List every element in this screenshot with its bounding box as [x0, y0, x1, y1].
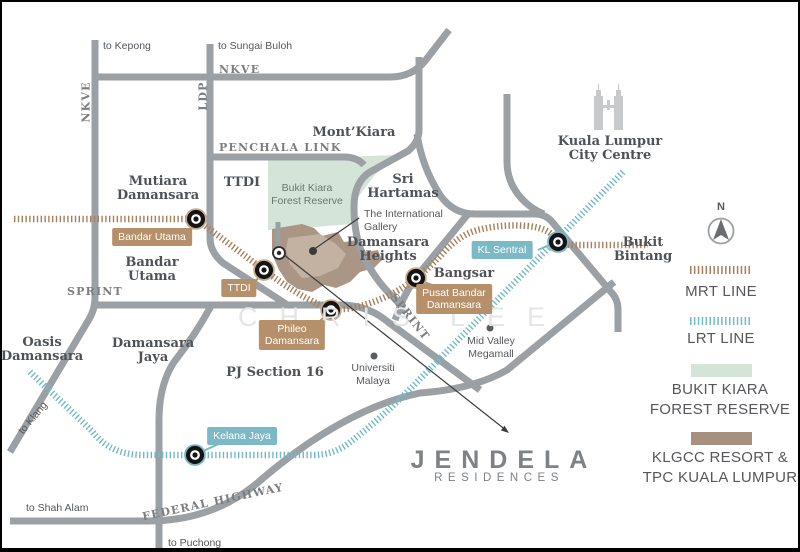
direction-to-puchong: to Puchong [168, 537, 222, 549]
station-badge-phileo-damansara: Phileo Damansara [258, 320, 326, 350]
road-label-sprint-west: SPRINT [67, 285, 123, 298]
area-klcc: Kuala Lumpur City Centre [557, 134, 663, 163]
area-oasis-damansara: Oasis Damansara [0, 335, 84, 364]
road-penchala-link [212, 153, 367, 168]
brand-subtitle: RESIDENCES [434, 472, 564, 484]
legend-mrt-label: MRT LINE [685, 283, 757, 300]
universiti-malaya-dot [370, 352, 378, 360]
area-bandar-utama: Bandar Utama [125, 255, 179, 284]
legend-swatches [690, 266, 752, 445]
station-marker-kelana-jaya [184, 444, 206, 466]
station-badge-kl-sentral: KL Sentral [471, 241, 533, 259]
station-markers [184, 208, 569, 466]
station-badge-pusat-bandar-damansara: Pusat Bandar Damansara [416, 284, 492, 314]
area-mutiara-damansara: Mutiara Damansara [116, 174, 200, 203]
site-marker-jendela [272, 246, 286, 260]
station-marker-bandar-utama [185, 208, 207, 230]
road-to-puchong [155, 304, 215, 548]
legend-forest-label: BUKIT KIARA FOREST RESERVE [649, 381, 791, 418]
area-damansara-heights: Damansara Heights [346, 235, 430, 264]
station-badge-ttdi: TTDI [221, 279, 257, 297]
area-pj-section-16: PJ Section 16 [226, 365, 324, 380]
klgcc-area-light [286, 234, 346, 278]
legend-klgcc-label: KLGCC RESORT & TPC KUALA LUMPUR [642, 449, 798, 486]
compass-icon [707, 217, 735, 245]
direction-to-kepong: to Kepong [103, 40, 151, 52]
road-montkiara-site [350, 57, 423, 315]
legend-lrt-label: LRT LINE [687, 330, 755, 347]
gallery-leader [309, 217, 360, 255]
forest-reserve-label: Bukit Kiara Forest Reserve [271, 182, 343, 207]
road-damansara-heights-loop [413, 133, 622, 332]
road-nkve-vertical [6, 40, 99, 454]
legend-klgcc-swatch [691, 432, 752, 445]
international-gallery-label: The International Gallery [364, 208, 443, 233]
station-marker-kl-sentral [547, 231, 569, 253]
station-badge-bandar-utama: Bandar Utama [112, 228, 192, 246]
petronas-towers-icon [594, 84, 623, 130]
area-ttdi: TTDI [223, 175, 261, 190]
area-damansara-jaya: Damansara Jaya [111, 336, 195, 365]
road-federal-highway [10, 279, 617, 525]
road-label-nkve-vertical: NKVE [79, 81, 93, 123]
mid-valley-label: Mid Valley Megamall [467, 335, 515, 360]
road-klcc [503, 94, 546, 218]
direction-to-sungai-buloh: to Sungai Buloh [218, 40, 293, 52]
station-badge-kelana-jaya: Kelana Jaya [207, 427, 277, 445]
station-marker-ttdi [253, 259, 275, 281]
station-marker-phileo-damansara [320, 299, 342, 321]
direction-to-shah-alam: to Shah Alam [26, 502, 89, 514]
brand-name: JENDELA [410, 446, 598, 474]
area-bangsar: Bangsar [433, 266, 495, 281]
universiti-malaya-label: Universiti Malaya [351, 362, 395, 387]
station-marker-pusat-bandar-damansara [405, 267, 427, 289]
road-label-penchala-link: PENCHALA LINK [219, 141, 342, 154]
compass-north-label: N [717, 201, 725, 213]
legend-forest-swatch [691, 364, 752, 377]
mid-valley-dot [486, 324, 494, 332]
area-mont-kiara: Mont’Kiara [312, 125, 396, 140]
road-ldp [206, 44, 288, 307]
site-pointer-arrow [282, 253, 509, 433]
road-label-ldp: LDP [196, 81, 210, 111]
area-bukit-bintang: Bukit Bintang [613, 235, 673, 264]
road-nkve-horizontal [95, 27, 452, 81]
area-sri-hartamas: Sri Hartamas [367, 172, 439, 201]
road-label-nkve-horizontal: NKVE [219, 63, 261, 76]
